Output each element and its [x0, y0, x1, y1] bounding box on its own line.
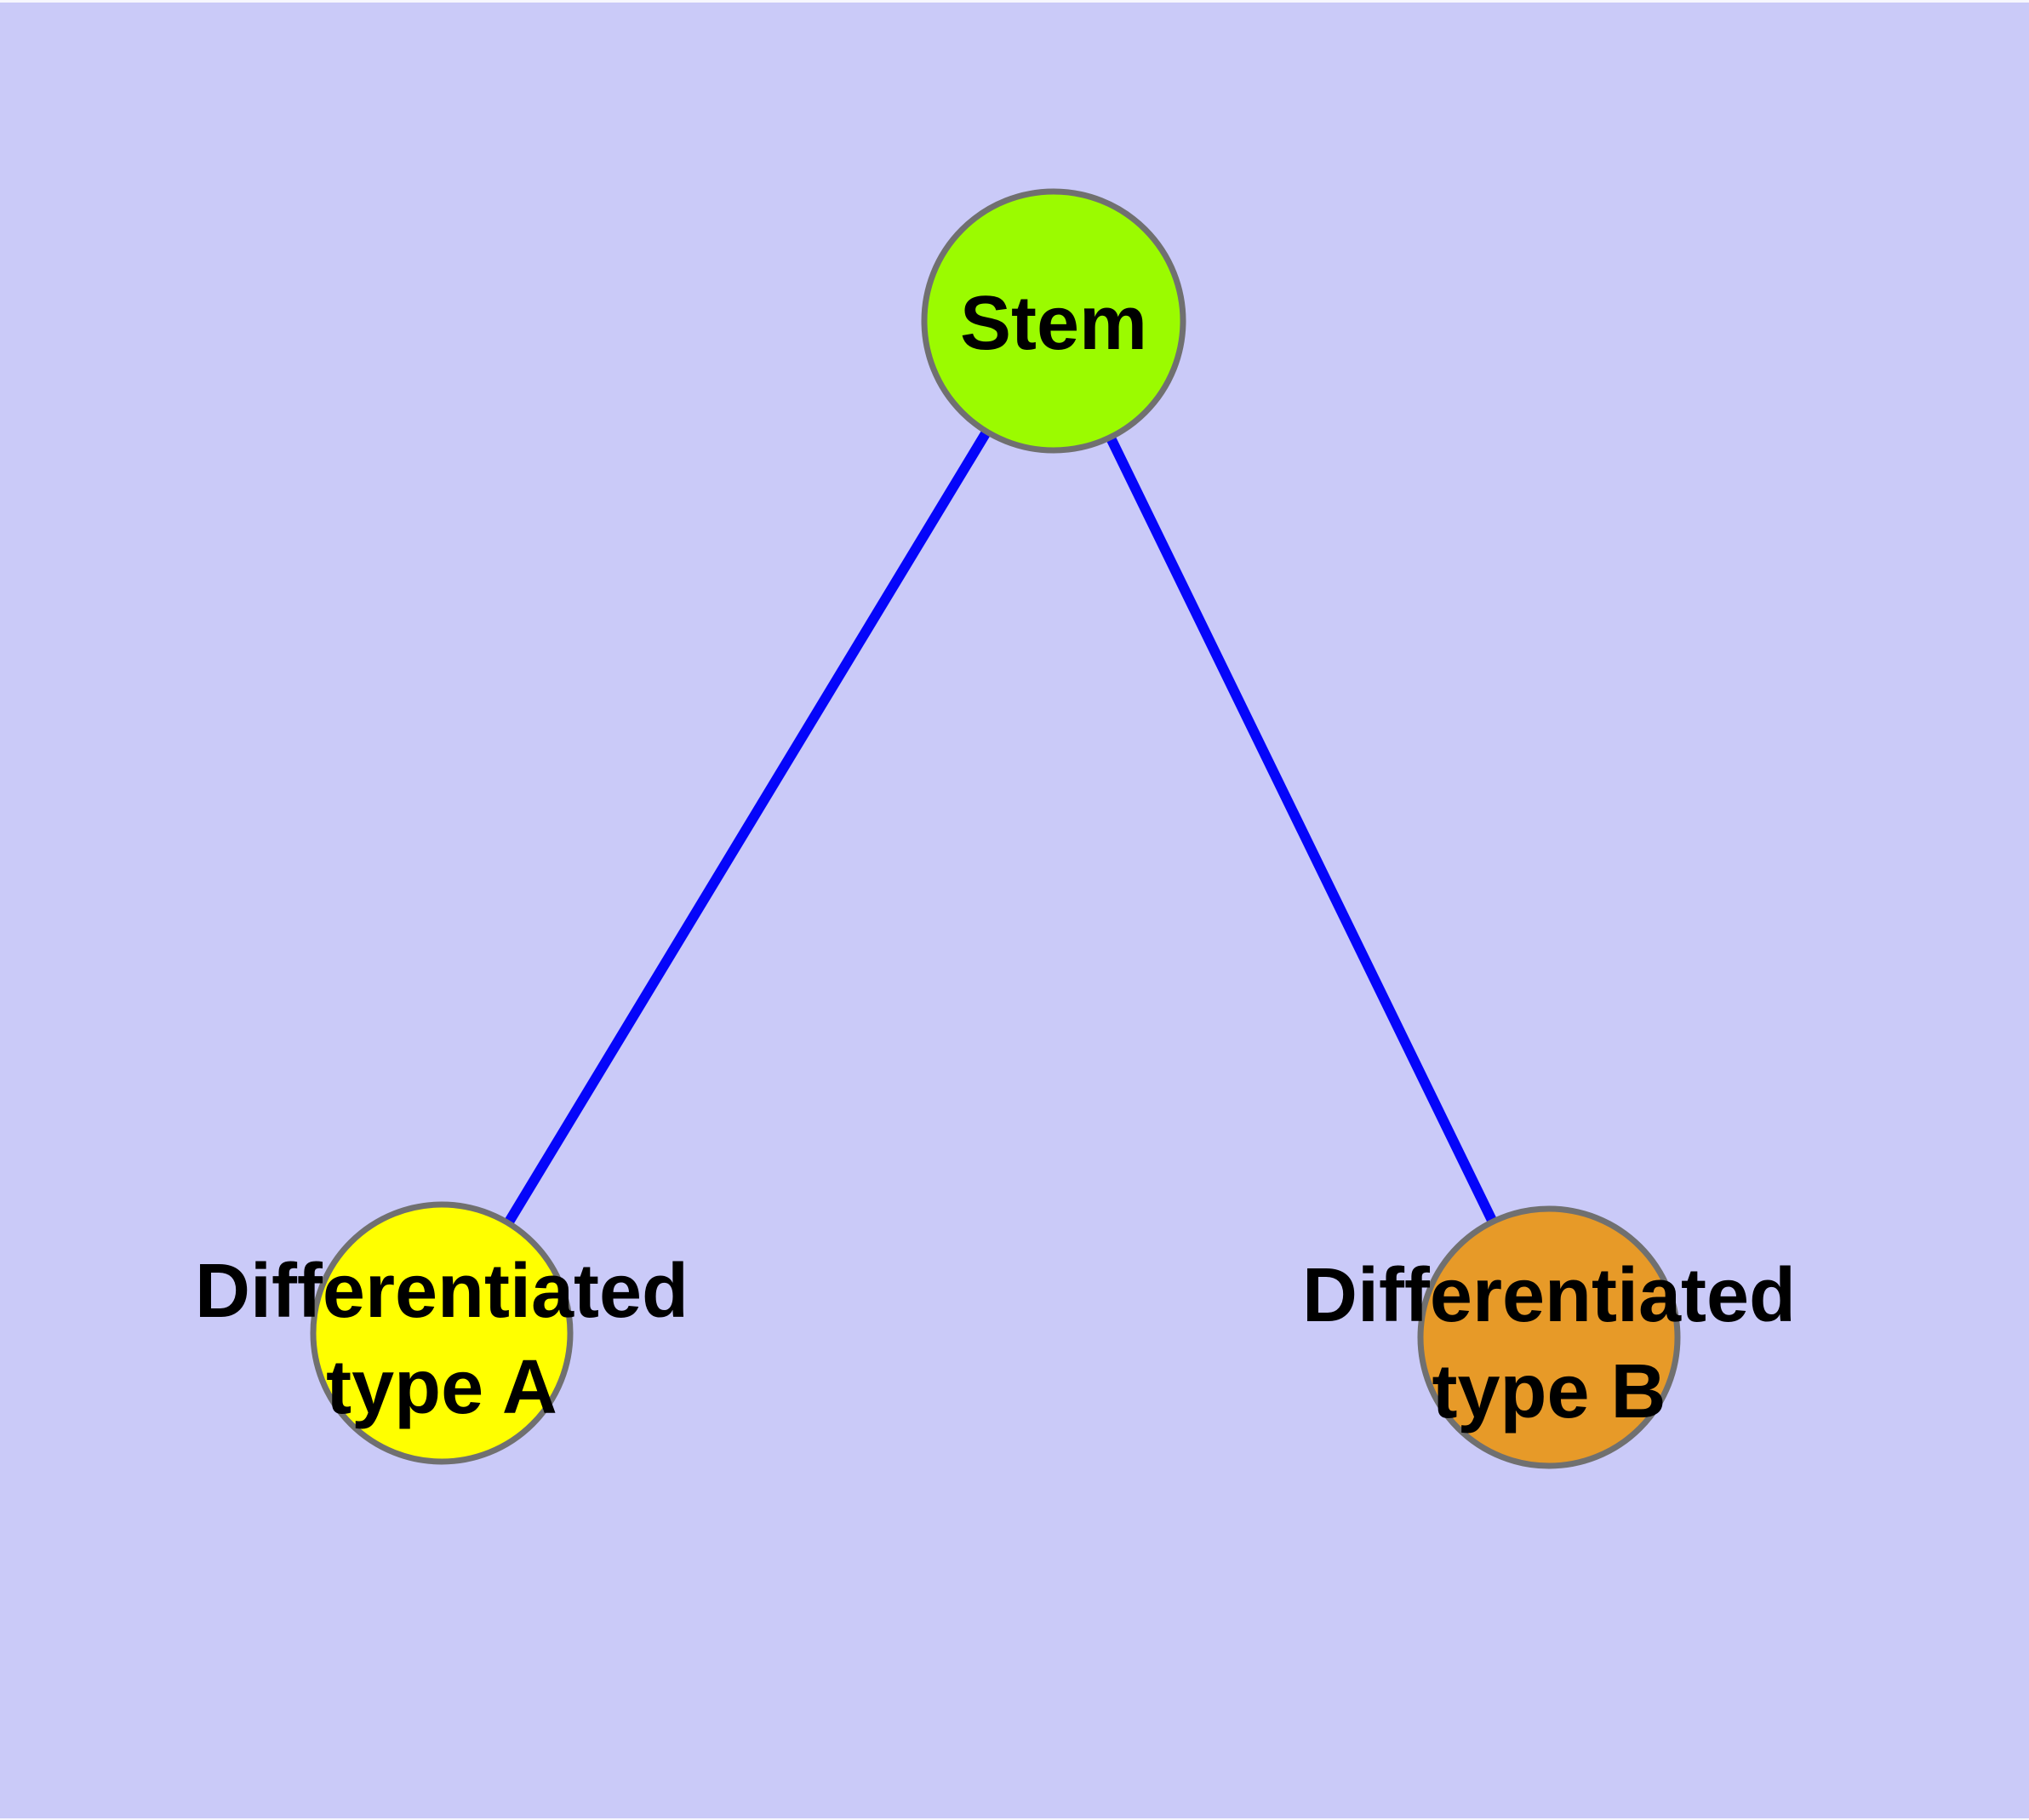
- node-type-b-label-line1: Differentiated: [1302, 1253, 1796, 1338]
- edge-stem-to-type-a: [437, 318, 1059, 1336]
- node-type-a-label-line2: type A: [326, 1345, 557, 1430]
- node-type-a-label-line1: Differentiated: [195, 1249, 689, 1334]
- node-differentiated-type-a[interactable]: [310, 1201, 574, 1465]
- frame-edge-bottom: [0, 1818, 2029, 1820]
- frame-edge-top: [0, 0, 2029, 3]
- node-stem[interactable]: [921, 188, 1186, 454]
- edge-stem-to-type-b: [1049, 318, 1554, 1340]
- node-stem-label: Stem: [960, 281, 1147, 366]
- node-type-b-label-line2: type B: [1432, 1349, 1666, 1434]
- node-differentiated-type-b[interactable]: [1417, 1205, 1681, 1469]
